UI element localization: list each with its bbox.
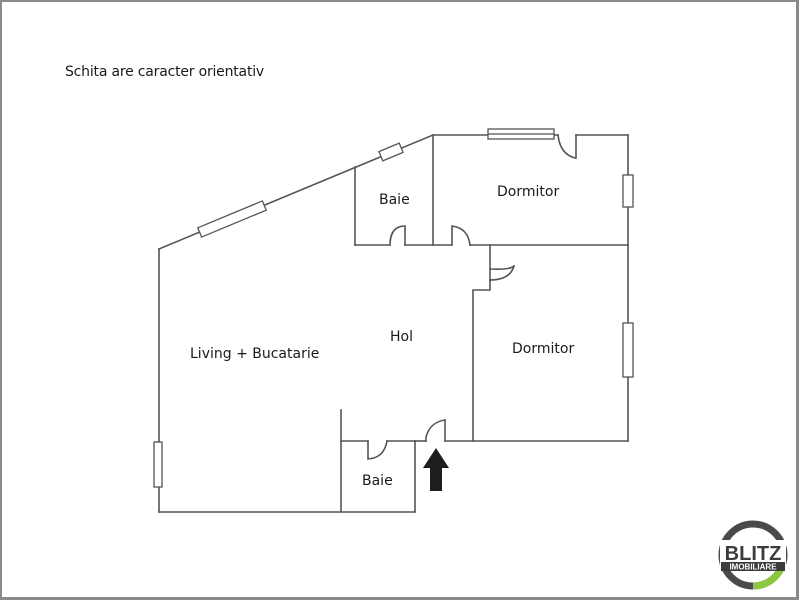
room-label-living: Living + Bucatarie xyxy=(190,346,320,362)
window-slanted-small xyxy=(378,142,404,162)
door-arc-baie-bottom xyxy=(367,440,388,460)
logo-brand-text: BLITZ xyxy=(725,543,782,565)
window-right-top xyxy=(622,174,634,208)
logo-sub-text: IMOBILIARE xyxy=(729,563,777,572)
door-arc-dormitor-bottom xyxy=(451,225,471,246)
window-slanted-large xyxy=(196,200,268,238)
door-arc-entrance xyxy=(425,419,446,442)
room-label-dormitor-top: Dormitor xyxy=(497,184,560,200)
room-label-baie-bottom: Baie xyxy=(362,473,393,489)
dormitor-right-wall-top xyxy=(489,244,516,270)
door-arc-baie-top xyxy=(389,225,406,246)
room-label-dormitor-right: Dormitor xyxy=(512,341,575,357)
door-arc-dormitor-top xyxy=(557,134,576,159)
disclaimer-note: Schita are caracter orientativ xyxy=(65,64,265,80)
room-label-hol: Hol xyxy=(390,329,413,345)
window-right-bottom xyxy=(622,322,634,378)
entrance-arrow-icon xyxy=(423,448,449,491)
blitz-logo: BLITZ IMOBILIARE xyxy=(716,518,790,592)
room-label-baie-top: Baie xyxy=(379,192,410,208)
window-left xyxy=(153,441,163,488)
